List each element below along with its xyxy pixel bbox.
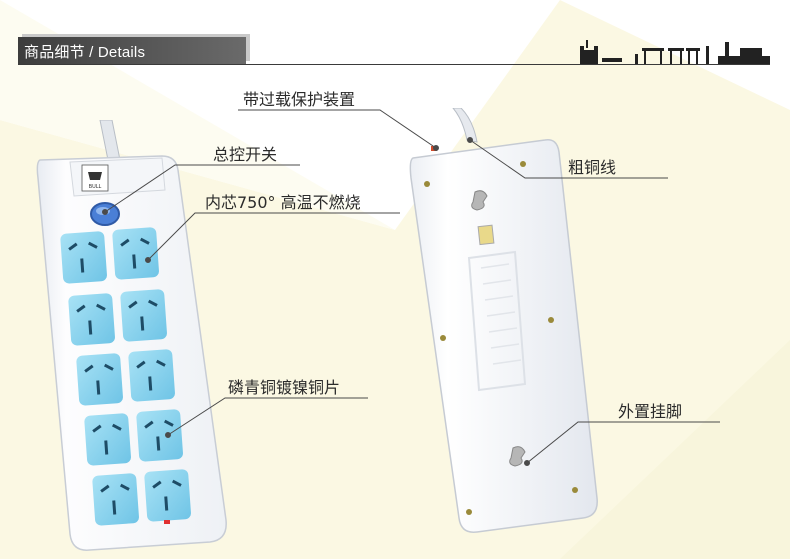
furniture-icon [580,40,770,64]
callout-thick-wire: 粗铜线 [568,158,617,177]
callout-overload-protection: 带过载保护装置 [243,90,356,109]
svg-text:BULL: BULL [89,184,102,190]
header-divider [18,64,770,65]
socket [60,231,107,284]
callout-hanging-foot: 外置挂脚 [618,402,683,421]
callout-copper-plate: 磷青铜镀镍铜片 [228,378,341,397]
callout-master-switch: 总控开关 [213,145,278,164]
callout-core-temp: 内芯750° 高温不燃烧 [205,193,361,212]
page-title: 商品细节 / Details [24,44,146,61]
power-strip-front: BULL [36,120,227,551]
header-tab [18,37,246,64]
power-strip-back [409,108,598,533]
